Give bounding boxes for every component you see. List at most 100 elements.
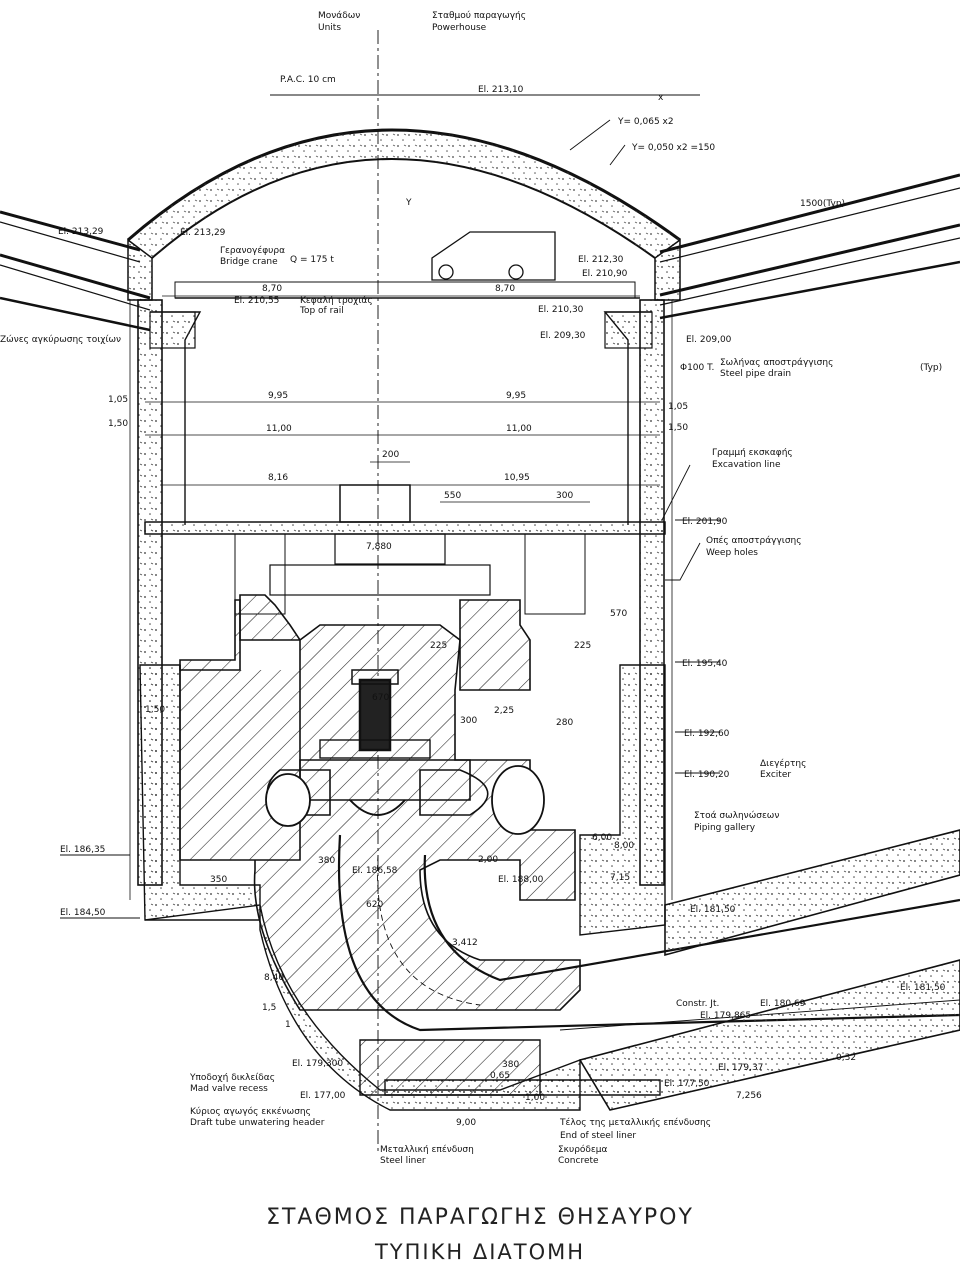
rail-gr-label: Κεφαλή τροχιάς xyxy=(300,296,373,306)
powerhouse-gr-label: Σταθμού παραγωγής xyxy=(432,10,526,21)
dimension-label: 225 xyxy=(430,641,447,651)
drain-gr-label: Σωλήνας αποστράγγισης xyxy=(720,358,833,368)
elevation-label: El. 180,69 xyxy=(760,999,806,1009)
axis-x-label: x xyxy=(658,93,664,103)
elevation-label: El. 195,40 xyxy=(682,659,728,669)
elevation-label: El. 209,30 xyxy=(540,331,586,341)
dimension-label: 670 xyxy=(372,693,389,703)
curve1-label: Y= 0,065 x2 xyxy=(617,117,674,127)
dimension-label: 8,00 xyxy=(614,841,634,851)
dimension-label: 280 xyxy=(556,718,573,728)
powerhouse-en-label: Powerhouse xyxy=(432,23,487,33)
dimension-label: 3,412 xyxy=(452,938,478,948)
dimension-label: 7,256 xyxy=(736,1091,762,1101)
drain-code-label: Φ100 T. xyxy=(680,363,714,373)
dimension-label: 9,95 xyxy=(506,391,526,401)
dimension-label: 380 xyxy=(318,856,335,866)
dimension-label: 1,05 xyxy=(108,395,128,405)
excav-gr-label: Γραμμή εκσκαφής xyxy=(712,448,793,458)
roof-vault xyxy=(127,94,700,301)
elevation-label: El. 192,60 xyxy=(684,729,730,739)
dimension-label: 9,95 xyxy=(268,391,288,401)
slope-one-label: 1 xyxy=(285,1020,291,1030)
dimension-label: 9,00 xyxy=(456,1118,476,1128)
weep-en-label: Weep holes xyxy=(706,548,758,558)
elevation-label: El. 179,37 xyxy=(718,1063,763,1073)
steel-gr-label: Τέλος της μεταλλικής επένδυσης xyxy=(559,1117,711,1128)
piping-en-label: Piping gallery xyxy=(694,823,756,833)
dimension-label: 0,65 xyxy=(490,1071,510,1081)
slope-small-label: 1,5 xyxy=(262,1003,276,1013)
caption-title: ΣΤΑΘΜΟΣ ΠΑΡΑΓΩΓΗΣ ΘΗΣΑΥΡΟΥ xyxy=(266,1205,694,1230)
dimension-label: 6,00 xyxy=(592,833,612,843)
axis-y-label: Y xyxy=(405,198,412,208)
elevation-label: El. 210,90 xyxy=(582,269,628,279)
dimension-label: 8,70 xyxy=(262,284,282,294)
dimension-label: 570 xyxy=(610,609,627,619)
header-gr-label: Κύριος αγωγός εκκένωσης xyxy=(190,1106,311,1117)
elevation-label: El. 181,50 xyxy=(690,905,736,915)
elevation-label: El. 179,300 xyxy=(292,1059,343,1069)
crane-gr-label: Γερανογέφυρα xyxy=(220,245,285,256)
drain-en-label: Steel pipe drain xyxy=(720,369,791,379)
crane-cap-label: Q = 175 t xyxy=(290,255,334,265)
dimension-label: 1,05 xyxy=(668,402,688,412)
elevation-label: El. 213,29 xyxy=(180,228,226,238)
dimension-label: 200 xyxy=(382,450,399,460)
dimension-label: 1,50 xyxy=(145,705,165,715)
dimension-label: 1,50 xyxy=(108,419,128,429)
elevation-label: El. 184,50 xyxy=(60,908,106,918)
dimension-label: 300 xyxy=(460,716,477,726)
elevation-label: El. 181,50 xyxy=(900,983,946,993)
concrete-substructure xyxy=(179,594,581,1011)
slope-label: 1500(Typ) xyxy=(800,199,845,209)
curve2-label: Y= 0,050 x2 =150 xyxy=(631,143,715,153)
valve-en-label: Mad valve recess xyxy=(190,1084,268,1094)
excav-en-label: Excavation line xyxy=(712,460,781,470)
dimension-label: 300 xyxy=(556,491,573,501)
dimension-label: 7,880 xyxy=(366,542,392,552)
dimension-label: 8,16 xyxy=(268,473,288,483)
dimension-label: 11,00 xyxy=(506,424,532,434)
caption-subtitle: ΤΥΠΙΚΗ ΔΙΑΤΟΜΗ xyxy=(374,1240,586,1264)
steel-en-label: End of steel liner xyxy=(560,1131,636,1141)
drain-typ-label: (Typ) xyxy=(920,363,942,373)
elevation-label: El. 190,20 xyxy=(684,770,730,780)
dimension-label: 350 xyxy=(210,875,227,885)
pac-label: P.A.C. 10 cm xyxy=(280,75,336,85)
dimension-label: 380 xyxy=(502,1060,519,1070)
dimension-lines xyxy=(145,295,660,503)
dimension-label: 550 xyxy=(444,491,461,501)
dimension-label: 1,00 xyxy=(525,1093,545,1103)
concrete-gr-label: Σκυρόδεμα xyxy=(558,1144,608,1155)
dimension-label: 620 xyxy=(366,900,383,910)
rock-anchors-left xyxy=(0,210,151,332)
crane-trolley xyxy=(431,231,556,281)
elevation-label: El. 177,00 xyxy=(300,1091,346,1101)
tailrace-tunnel xyxy=(559,829,960,1111)
rail-en-label: Top of rail xyxy=(299,306,344,316)
generator-floor xyxy=(144,484,666,615)
dimension-label: 7,15 xyxy=(610,873,630,883)
concrete-en-label: Concrete xyxy=(558,1156,599,1166)
valve-gr-label: Υποδοχή δικλείδας xyxy=(189,1073,275,1083)
dimension-label: 1,50 xyxy=(668,423,688,433)
liner-en-label: Steel liner xyxy=(380,1156,426,1166)
elevation-label: El. 177,50 xyxy=(664,1079,710,1089)
rock-anchors-right xyxy=(659,173,960,320)
elevation-label: El. 186,58 xyxy=(352,866,398,876)
dimension-label: 225 xyxy=(574,641,591,651)
elevation-label: El. 201,90 xyxy=(682,517,728,527)
elevation-label: El. 209,00 xyxy=(686,335,732,345)
dimension-label: 8,40 xyxy=(264,973,284,983)
leader-lines xyxy=(569,119,701,581)
elevation-label: El. 210,55 xyxy=(234,296,279,306)
exciter-gr-label: Διεγέρτης xyxy=(760,758,806,769)
powerhouse-cross-section-drawing: Μονάδων Units Σταθμού παραγωγής Powerhou… xyxy=(0,10,960,1166)
crane-en-label: Bridge crane xyxy=(220,257,278,267)
exciter-en-label: Exciter xyxy=(760,770,791,780)
piping-gr-label: Στοά σωληνώσεων xyxy=(694,810,779,821)
dimension-label: 2,25 xyxy=(494,706,514,716)
dimension-label: 2,00 xyxy=(478,855,498,865)
dimension-label: 10,95 xyxy=(504,473,530,483)
